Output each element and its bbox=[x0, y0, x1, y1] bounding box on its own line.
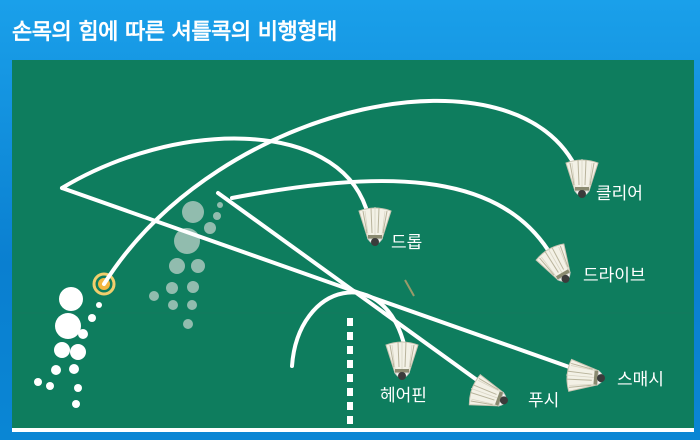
player-figure-white bbox=[34, 287, 102, 408]
label-drive: 드라이브 bbox=[583, 266, 646, 286]
label-drop: 드롭 bbox=[391, 233, 422, 253]
trajectory-clear bbox=[102, 99, 580, 286]
label-hairpin: 헤어핀 bbox=[380, 386, 427, 406]
trajectory-drive bbox=[230, 179, 550, 252]
trajectory-smash bbox=[60, 186, 574, 370]
contact-point-ring bbox=[92, 272, 116, 296]
label-clear: 클리어 bbox=[596, 184, 643, 204]
label-smash: 스매시 bbox=[617, 370, 664, 390]
shuttle-stub-mark bbox=[404, 279, 415, 297]
player-figure-ghost bbox=[149, 201, 223, 329]
trajectory-drop bbox=[60, 136, 368, 210]
label-push: 푸시 bbox=[528, 391, 559, 411]
page-title: 손목의 힘에 따른 셔틀콕의 비행형태 bbox=[12, 20, 337, 45]
